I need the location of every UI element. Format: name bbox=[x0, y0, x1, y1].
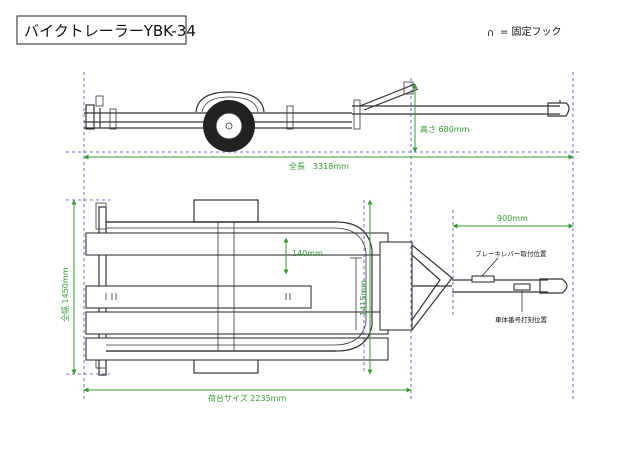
height-label: 高さ 680mm bbox=[420, 124, 470, 134]
brake-lever-note: ブレーキレバー取付位置 bbox=[475, 249, 547, 258]
title-block: バイクトレーラーYBK-34 bbox=[16, 15, 196, 45]
total-width-label: 全幅 1450mm bbox=[60, 267, 70, 322]
guide-lines bbox=[66, 72, 580, 400]
notes: ブレーキレバー取付位置 車体番号打刻位置 bbox=[475, 249, 548, 324]
legend: ∩ = 固定フック bbox=[487, 25, 562, 39]
top-view bbox=[85, 199, 568, 376]
dimensions: 高さ 680mm 全長 3318mm 900mm 140mm 全幅 1450mm… bbox=[60, 83, 574, 403]
slat-gap-label: 140mm bbox=[292, 249, 323, 258]
side-view bbox=[84, 81, 570, 152]
tongue-length-label: 900mm bbox=[497, 214, 528, 223]
inner-width-label: 1415mm bbox=[359, 280, 368, 316]
bed-size-label: 荷台サイズ 2235mm bbox=[208, 393, 286, 403]
diagram-title: バイクトレーラーYBK-34 bbox=[24, 22, 196, 40]
legend-text: = 固定フック bbox=[500, 25, 562, 38]
total-length-label: 全長 3318mm bbox=[289, 161, 349, 171]
hook-symbol: ∩ bbox=[487, 28, 494, 39]
plate-note: 車体番号打刻位置 bbox=[495, 315, 548, 324]
